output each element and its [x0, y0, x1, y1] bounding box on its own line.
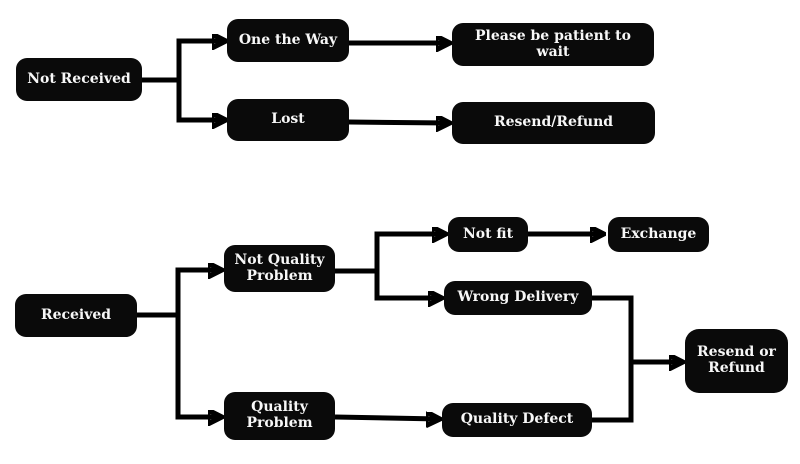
node-not-received: Not Received [16, 58, 142, 101]
node-resend-refund: Resend/Refund [452, 102, 655, 144]
connector-lost-resendrefund [348, 122, 450, 123]
connector-notquality-notfit [335, 234, 446, 274]
node-received: Received [15, 294, 137, 337]
node-quality-problem: Quality Problem [224, 392, 335, 440]
connector-notreceived-onetheway [142, 41, 226, 83]
node-exchange: Exchange [608, 217, 709, 252]
connector-notquality-wrongdelivery [374, 271, 442, 298]
node-lost: Lost [227, 99, 349, 141]
connector-merge-vertical [592, 295, 634, 423]
node-quality-defect: Quality Defect [442, 403, 592, 437]
connector-received-qualityproblem [175, 315, 222, 417]
node-not-quality-problem: Not Quality Problem [224, 245, 335, 292]
node-wrong-delivery: Wrong Delivery [444, 281, 592, 315]
connector-qualityproblem-qualitydefect [334, 417, 440, 419]
connector-notreceived-lost [176, 80, 226, 120]
connector-received-notquality [137, 270, 222, 318]
node-one-the-way: One the Way [227, 19, 349, 62]
node-resend-or-refund: Resend or Refund [685, 329, 788, 393]
node-not-fit: Not fit [448, 217, 528, 252]
node-please-be-patient: Please be patient to wait [452, 23, 654, 66]
